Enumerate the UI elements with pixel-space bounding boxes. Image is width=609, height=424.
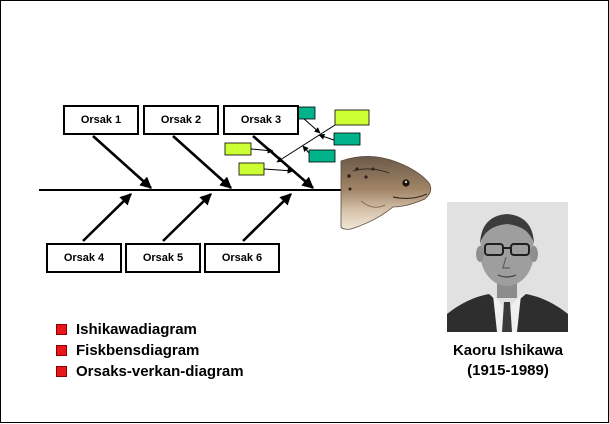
bullet-text: Orsaks-verkan-diagram xyxy=(76,363,244,380)
sub-connector xyxy=(250,147,274,154)
portrait-caption: Kaoru Ishikawa (1915-1989) xyxy=(417,341,599,381)
bone-5 xyxy=(162,193,212,242)
sub-connector xyxy=(263,167,294,174)
cause-box-3: Orsak 3 xyxy=(223,105,299,135)
bullet-marker xyxy=(56,345,67,356)
bullet-marker xyxy=(56,366,67,377)
portrait-photo xyxy=(447,202,568,332)
sub-cause-box xyxy=(238,162,265,176)
cause-box-2: Orsak 2 xyxy=(143,105,219,135)
cause-box-1: Orsak 1 xyxy=(63,105,139,135)
cause-label: Orsak 5 xyxy=(142,252,184,264)
person-name: Kaoru Ishikawa xyxy=(452,342,564,359)
cause-box-6: Orsak 6 xyxy=(204,243,280,273)
sub-cause-box xyxy=(224,142,252,156)
sub-cause-box xyxy=(333,132,361,146)
sub-cause-box xyxy=(308,149,336,163)
person-years: (1915-1989) xyxy=(467,362,549,379)
sub-connector xyxy=(302,117,321,134)
sub-cause-box xyxy=(334,109,370,126)
cause-box-4: Orsak 4 xyxy=(46,243,122,273)
bone-6 xyxy=(242,193,292,242)
sub-connector xyxy=(302,145,310,154)
sub-connector xyxy=(318,133,335,141)
bone-3 xyxy=(252,135,314,189)
bone-4 xyxy=(82,193,132,242)
cause-box-5: Orsak 5 xyxy=(125,243,201,273)
bullet-text: Fiskbensdiagram xyxy=(76,342,200,359)
bullet-list: Ishikawadiagram Fiskbensdiagram Orsaks-v… xyxy=(56,319,244,382)
cause-label: Orsak 3 xyxy=(240,114,282,126)
sub-connector xyxy=(276,124,336,163)
bone-1 xyxy=(92,135,152,189)
bullet-text: Ishikawadiagram xyxy=(76,321,197,338)
cause-label: Orsak 1 xyxy=(80,114,122,126)
bullet-marker xyxy=(56,324,67,335)
list-item: Orsaks-verkan-diagram xyxy=(56,361,244,382)
fish-head-image xyxy=(340,156,432,230)
cause-label: Orsak 4 xyxy=(63,252,105,264)
list-item: Ishikawadiagram xyxy=(56,319,244,340)
cause-label: Orsak 6 xyxy=(221,252,263,264)
bone-2 xyxy=(172,135,232,189)
list-item: Fiskbensdiagram xyxy=(56,340,244,361)
cause-label: Orsak 2 xyxy=(160,114,202,126)
